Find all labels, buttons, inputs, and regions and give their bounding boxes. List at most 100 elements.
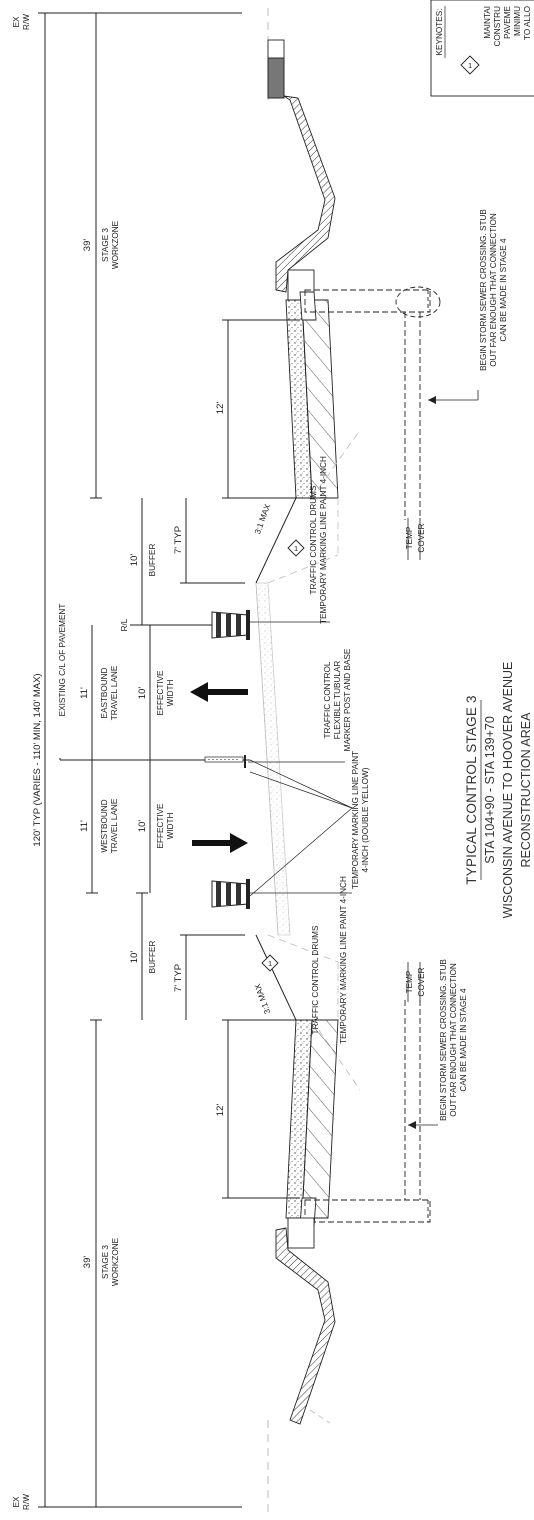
- svg-text:CAN BE MADE IN STAGE 4: CAN BE MADE IN STAGE 4: [499, 238, 508, 342]
- svg-text:EASTBOUND: EASTBOUND: [100, 667, 109, 718]
- svg-text:WIDTH: WIDTH: [166, 813, 175, 840]
- svg-text:39': 39': [82, 1256, 93, 1269]
- svg-text:PAVEME: PAVEME: [503, 5, 512, 38]
- svg-text:WESTBOUND: WESTBOUND: [100, 799, 109, 852]
- callout-tubular-marker: TRAFFIC CONTROL FLEXIBLE TUBULAR MARKER …: [248, 648, 352, 763]
- dimension-typ-right: 7' TYP: [173, 498, 245, 584]
- svg-text:39': 39': [82, 239, 93, 252]
- arrow-eastbound: [190, 682, 248, 702]
- svg-text:WIDTH: WIDTH: [166, 680, 175, 707]
- svg-text:FLEXIBLE TUBULAR: FLEXIBLE TUBULAR: [333, 661, 342, 740]
- callout-drums-left: TRAFFIC CONTROL DRUMS TEMPORARY MARKING …: [250, 876, 352, 1044]
- dimension-pavement-left: 12': [215, 1019, 300, 1199]
- svg-text:CONSTRU: CONSTRU: [493, 6, 502, 47]
- dimension-workzone-left: 39' STAGE 3 WORKZONE: [82, 1019, 120, 1507]
- svg-text:10': 10': [137, 687, 148, 700]
- dimension-workzone-right: 39' STAGE 3 WORKZONE: [82, 12, 120, 499]
- svg-text:BUFFER: BUFFER: [148, 941, 157, 974]
- svg-text:TRAFFIC CONTROL DRUMS: TRAFFIC CONTROL DRUMS: [309, 485, 318, 594]
- svg-text:10': 10': [129, 951, 140, 964]
- dimension-buffer-left: 10' BUFFER: [129, 892, 157, 1020]
- svg-text:WISCONSIN AVENUE TO HOOVER AVE: WISCONSIN AVENUE TO HOOVER AVENUE: [501, 662, 515, 919]
- svg-text:TRAFFIC CONTROL DRUMS: TRAFFIC CONTROL DRUMS: [311, 925, 320, 1034]
- svg-text:OUT FAR ENOUGH THAT CONNECTION: OUT FAR ENOUGH THAT CONNECTION: [489, 213, 498, 367]
- dimension-buffer-right: 10' BUFFER: [129, 498, 157, 626]
- svg-text:TRAFFIC CONTROL: TRAFFIC CONTROL: [323, 661, 332, 738]
- keynote-diamond-left: 1: [261, 954, 279, 972]
- slope-profile-bottom: [275, 1217, 336, 1425]
- svg-text:TEMPORARY MARKING LINE PAINT 4: TEMPORARY MARKING LINE PAINT 4-INCH: [339, 876, 348, 1044]
- right-of-way-bottom: EX R/W: [12, 1494, 242, 1510]
- svg-text:TRAVEL LANE: TRAVEL LANE: [110, 665, 119, 720]
- svg-text:1: 1: [294, 544, 298, 553]
- svg-text:KEYNOTES:: KEYNOTES:: [435, 9, 444, 56]
- traffic-drum-right: [211, 610, 250, 640]
- svg-text:TYPICAL CONTROL STAGE 3: TYPICAL CONTROL STAGE 3: [464, 695, 479, 884]
- svg-text:R/L: R/L: [120, 618, 129, 631]
- svg-text:TO ALLO: TO ALLO: [523, 6, 532, 40]
- svg-text:TEMP: TEMP: [405, 526, 414, 549]
- svg-text:7' TYP: 7' TYP: [173, 526, 184, 554]
- svg-text:R/W: R/W: [22, 1494, 31, 1510]
- dimension-pavement-right: 12': [215, 319, 300, 499]
- svg-text:EX: EX: [12, 16, 21, 27]
- callout-sewer-right: BEGIN STORM SEWER CROSSING. STUB OUT FAR…: [428, 209, 508, 404]
- right-of-way-top: EX R/W: [12, 12, 242, 30]
- svg-text:EFFECTIVE: EFFECTIVE: [156, 803, 165, 849]
- keynotes-panel: KEYNOTES: 1 MAINTAI CONSTRU PAVEME MINIM…: [430, 0, 534, 97]
- existing-pavement: [255, 582, 291, 936]
- svg-text:4-INCH (DOUBLE YELLOW): 4-INCH (DOUBLE YELLOW): [361, 767, 370, 872]
- svg-text:EX: EX: [12, 1496, 21, 1507]
- svg-text:7' TYP: 7' TYP: [173, 964, 184, 992]
- svg-text:12': 12': [215, 402, 226, 415]
- traffic-drum-left: [211, 879, 250, 909]
- svg-text:CAN BE MADE IN STAGE 4: CAN BE MADE IN STAGE 4: [459, 988, 468, 1092]
- lane-edge-marks: [244, 620, 248, 896]
- callout-sewer-left: BEGIN STORM SEWER CROSSING. STUB OUT FAR…: [408, 959, 468, 1129]
- svg-text:COVER: COVER: [417, 967, 426, 996]
- svg-text:TRAVEL LANE: TRAVEL LANE: [110, 798, 119, 853]
- concrete-pavement-right: [285, 291, 339, 499]
- svg-text:10': 10': [137, 820, 148, 833]
- svg-text:BUFFER: BUFFER: [148, 544, 157, 577]
- dimension-overall: 120' TYP (VARIES - 110' MIN, 140' MAX): [32, 13, 46, 1507]
- temp-cover-right: TEMP COVER: [405, 518, 426, 560]
- svg-text:1: 1: [468, 61, 472, 70]
- svg-text:MARKER POST AND BASE: MARKER POST AND BASE: [343, 648, 352, 751]
- keynote-diamond-right: 1: [287, 539, 305, 557]
- svg-text:STA 104+90 - STA 139+70: STA 104+90 - STA 139+70: [483, 716, 497, 864]
- dimension-effective-west: 10' EFFECTIVE WIDTH: [137, 760, 175, 893]
- callout-drums-right: TRAFFIC CONTROL DRUMS TEMPORARY MARKING …: [250, 456, 330, 624]
- svg-text:MINIMU: MINIMU: [513, 6, 522, 36]
- svg-text:1: 1: [268, 959, 272, 968]
- svg-text:COVER: COVER: [417, 523, 426, 552]
- svg-text:OUT FAR ENOUGH THAT CONNECTION: OUT FAR ENOUGH THAT CONNECTION: [449, 963, 458, 1117]
- dimension-lane-east: 11' EASTBOUND TRAVEL LANE: [79, 625, 119, 760]
- svg-text:RECONSTRUCTION AREA: RECONSTRUCTION AREA: [519, 712, 533, 868]
- dimension-typ-left: 7' TYP: [173, 934, 245, 1020]
- slope-profile-top: [267, 39, 336, 301]
- svg-text:TEMP: TEMP: [405, 970, 414, 993]
- svg-text:BEGIN STORM SEWER CROSSING. S: BEGIN STORM SEWER CROSSING. STUB: [479, 209, 488, 371]
- arrow-westbound: [192, 833, 248, 853]
- dimension-effective-east: 10' EFFECTIVE WIDTH: [137, 625, 175, 761]
- svg-text:BEGIN STORM SEWER CROSSING. S: BEGIN STORM SEWER CROSSING. STUB: [439, 959, 448, 1121]
- svg-text:MAINTAI: MAINTAI: [483, 6, 492, 39]
- svg-text:11': 11': [79, 820, 90, 832]
- drawing-title: TYPICAL CONTROL STAGE 3 STA 104+90 - STA…: [464, 662, 533, 919]
- svg-text:TEMPORARY MARKING LINE PAINT 4: TEMPORARY MARKING LINE PAINT 4-INCH: [319, 456, 328, 624]
- storm-sewer-right: [304, 286, 441, 520]
- svg-text:EFFECTIVE: EFFECTIVE: [156, 670, 165, 716]
- svg-text:11': 11': [79, 687, 90, 699]
- svg-text:R/W: R/W: [22, 14, 31, 30]
- svg-text:WORKZONE: WORKZONE: [111, 220, 120, 269]
- svg-text:120' TYP (VARIES - 110' MIN, 1: 120' TYP (VARIES - 110' MIN, 140' MAX): [32, 673, 43, 846]
- temp-cover-left: TEMP COVER: [405, 962, 426, 1002]
- svg-text:10': 10': [129, 554, 140, 567]
- svg-text:12': 12': [215, 1104, 226, 1117]
- svg-text:TEMPORARY MARKING LINE PAINT: TEMPORARY MARKING LINE PAINT: [351, 751, 360, 889]
- svg-text:EXISTING C/L OF PAVEMENT: EXISTING C/L OF PAVEMENT: [58, 604, 67, 717]
- dimension-lane-west: 11' WESTBOUND TRAVEL LANE: [79, 760, 119, 894]
- callout-marking-center: TEMPORARY MARKING LINE PAINT 4-INCH (DOU…: [249, 751, 370, 897]
